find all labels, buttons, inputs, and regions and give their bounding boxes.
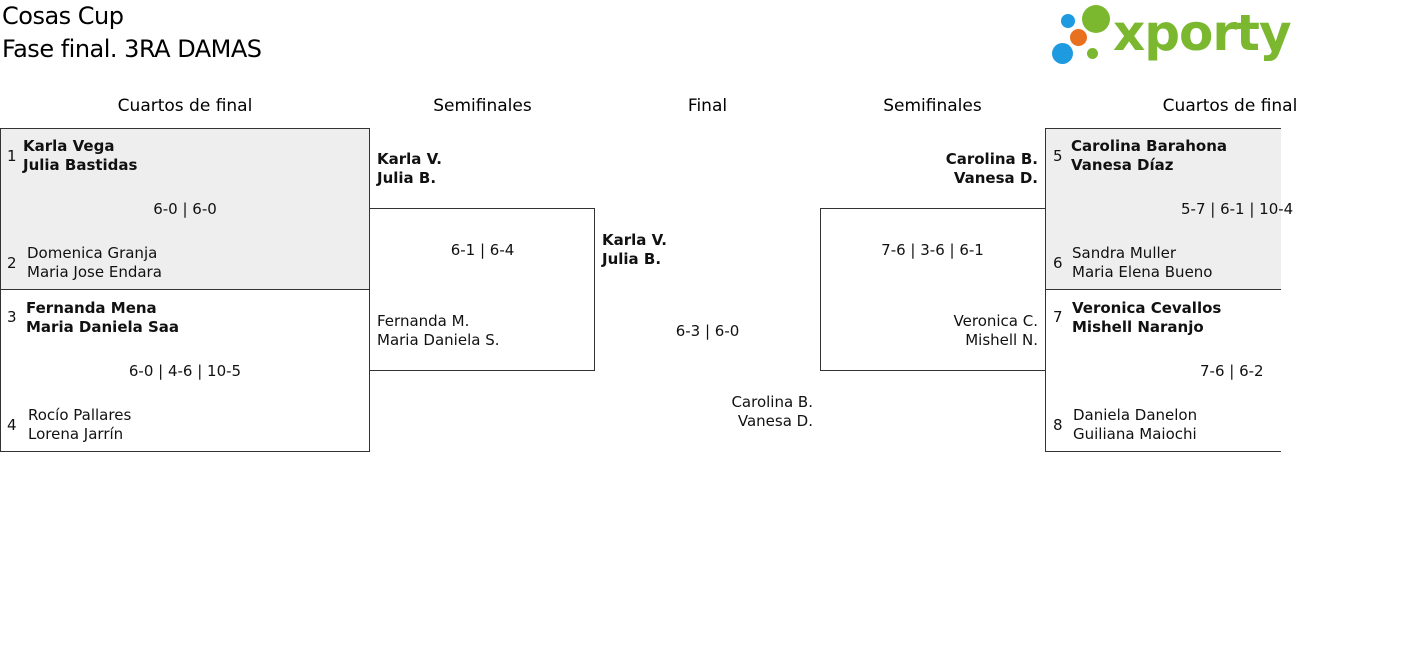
team-name: Mishell Naranjo bbox=[1072, 318, 1204, 336]
seed-number: 4 bbox=[7, 416, 17, 434]
match-left-sf[interactable] bbox=[369, 208, 595, 371]
team-name: Domenica Granja bbox=[27, 244, 158, 262]
match-score: 6-1 | 6-4 bbox=[450, 241, 515, 259]
team-name: Sandra Muller bbox=[1072, 244, 1177, 262]
logo-dot-blue-small bbox=[1061, 14, 1075, 28]
team-name: Maria Elena Bueno bbox=[1072, 263, 1213, 281]
col-header-right-qf: Cuartos de final bbox=[1162, 96, 1298, 116]
match-score: 6-0 | 4-6 | 10-5 bbox=[128, 362, 242, 380]
match-score: 7-6 | 6-2 bbox=[1200, 362, 1264, 380]
match-score: 5-7 | 6-1 | 10-4 bbox=[1181, 200, 1294, 218]
team-name: Vanesa Díaz bbox=[1071, 156, 1174, 174]
team-name: Karla Vega bbox=[23, 137, 115, 155]
col-header-right-sf: Semifinales bbox=[883, 96, 982, 116]
col-header-left-qf: Cuartos de final bbox=[117, 96, 253, 116]
team-name: Maria Daniela S. bbox=[377, 331, 500, 349]
logo-dot-green-small bbox=[1087, 48, 1098, 59]
match-score: 6-0 | 6-0 bbox=[153, 200, 217, 218]
team-name: Vanesa D. bbox=[737, 412, 813, 430]
col-header-left-sf: Semifinales bbox=[433, 96, 532, 116]
match-score: 7-6 | 3-6 | 6-1 bbox=[881, 241, 984, 259]
match-left-qf-1[interactable] bbox=[0, 128, 370, 290]
seed-number: 1 bbox=[7, 147, 17, 165]
match-score: 6-3 | 6-0 bbox=[675, 322, 740, 340]
team-name: Guiliana Maiochi bbox=[1073, 425, 1197, 443]
team-name: Rocío Pallares bbox=[28, 406, 132, 424]
team-name: Fernanda M. bbox=[377, 312, 470, 330]
team-name: Julia Bastidas bbox=[23, 156, 138, 174]
xporty-logo: xporty bbox=[1050, 4, 1292, 68]
team-name: Julia B. bbox=[377, 169, 437, 187]
team-name: Karla V. bbox=[602, 231, 668, 249]
col-header-final: Final bbox=[687, 96, 728, 116]
tournament-title: Cosas Cup bbox=[2, 2, 124, 30]
team-name: Daniela Danelon bbox=[1073, 406, 1198, 424]
logo-dot-green-large bbox=[1082, 5, 1110, 33]
team-name: Maria Daniela Saa bbox=[26, 318, 180, 336]
seed-number: 6 bbox=[1053, 254, 1063, 272]
team-name: Maria Jose Endara bbox=[27, 263, 162, 281]
team-name: Veronica C. bbox=[953, 312, 1038, 330]
team-name: Lorena Jarrín bbox=[28, 425, 124, 443]
match-right-qf-1[interactable] bbox=[1045, 128, 1281, 290]
seed-number: 7 bbox=[1053, 308, 1063, 326]
match-right-qf-2[interactable] bbox=[1045, 289, 1281, 452]
team-name: Carolina Barahona bbox=[1071, 137, 1227, 155]
team-name: Julia B. bbox=[602, 250, 662, 268]
team-name: Mishell N. bbox=[965, 331, 1038, 349]
logo-wordmark: xporty bbox=[1113, 4, 1292, 62]
team-name: Vanesa D. bbox=[953, 169, 1038, 187]
team-name: Karla V. bbox=[377, 150, 443, 168]
seed-number: 8 bbox=[1053, 416, 1063, 434]
logo-dot-blue-large bbox=[1052, 43, 1073, 64]
logo-dot-orange bbox=[1070, 29, 1087, 46]
match-left-qf-2[interactable] bbox=[0, 289, 370, 452]
seed-number: 3 bbox=[7, 308, 17, 326]
team-name: Carolina B. bbox=[731, 393, 813, 411]
phase-title: Fase final. 3RA DAMAS bbox=[2, 35, 262, 63]
team-name: Veronica Cevallos bbox=[1072, 299, 1222, 317]
team-name: Carolina B. bbox=[945, 150, 1038, 168]
seed-number: 2 bbox=[7, 254, 17, 272]
team-name: Fernanda Mena bbox=[26, 299, 157, 317]
seed-number: 5 bbox=[1053, 147, 1063, 165]
